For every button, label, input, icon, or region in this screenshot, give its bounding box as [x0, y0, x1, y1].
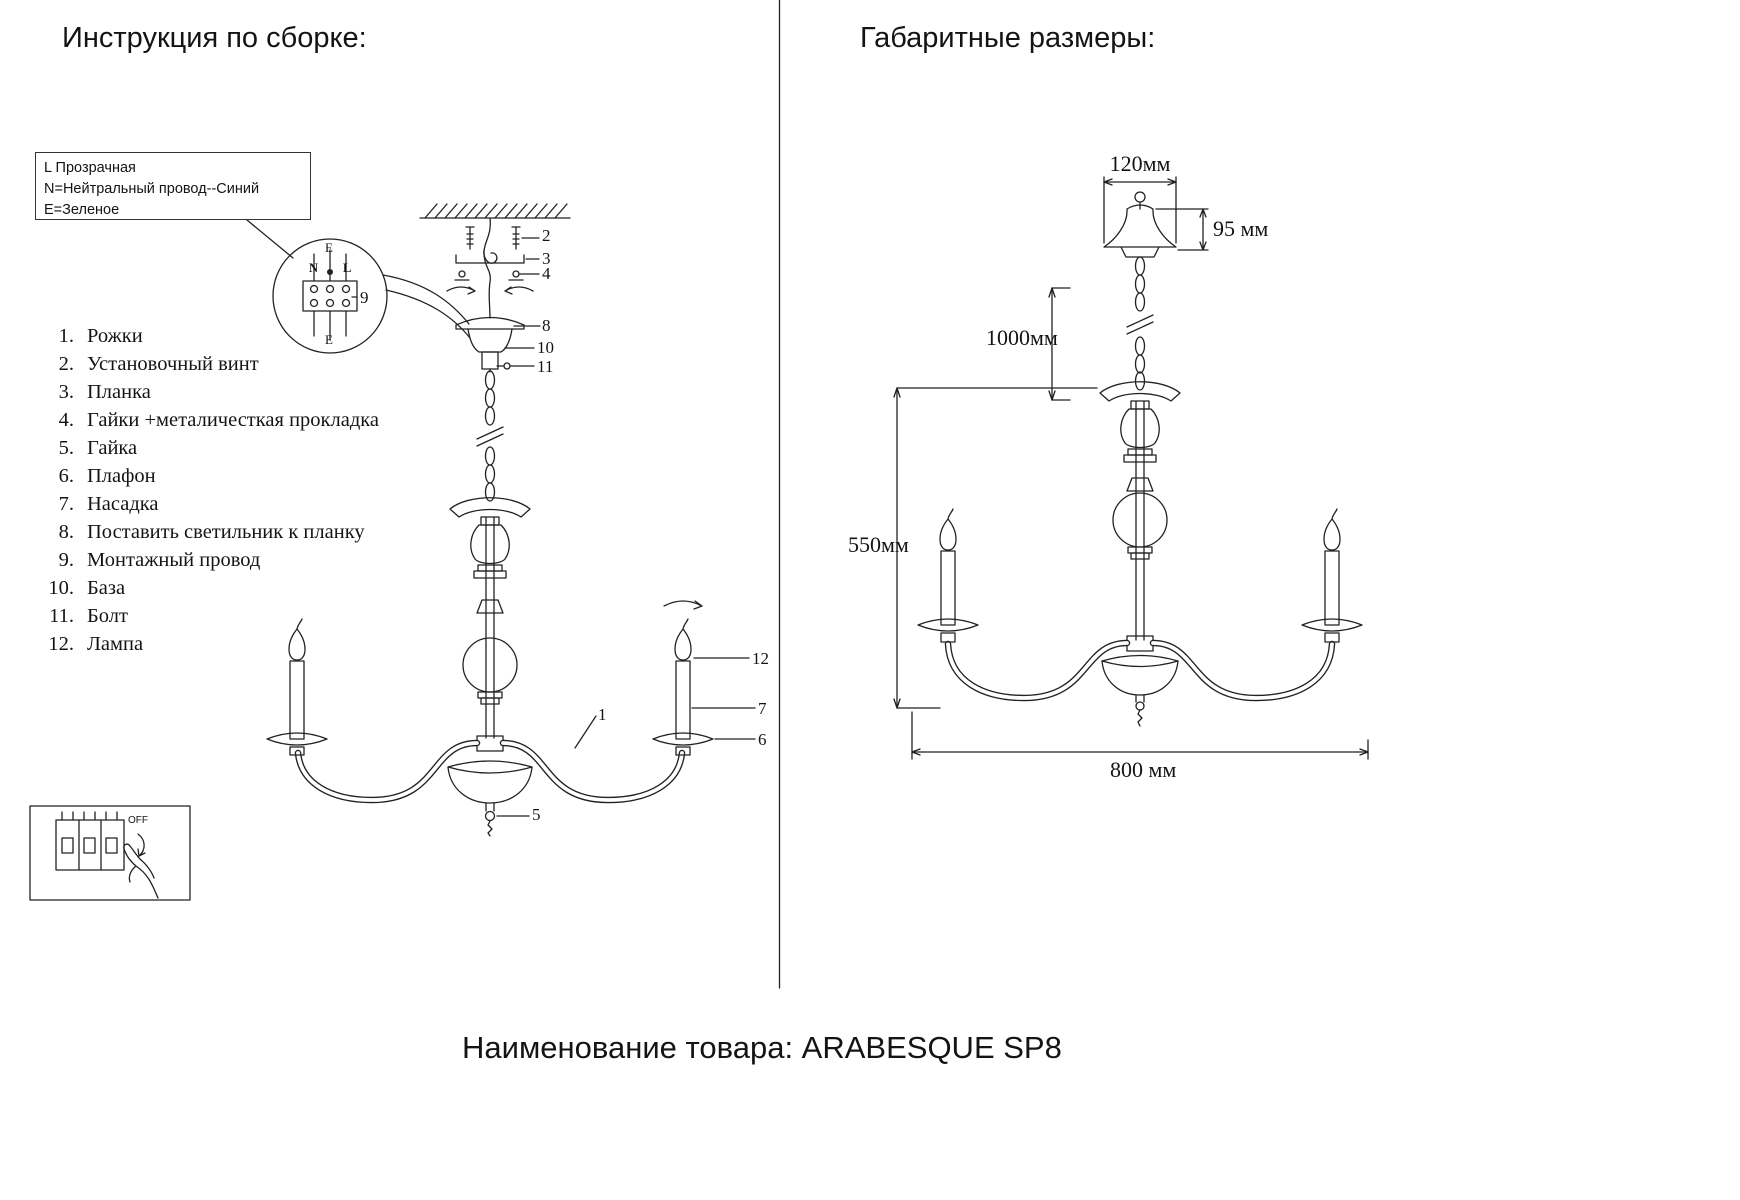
callout-9: 9	[360, 288, 369, 307]
breaker-off-label: OFF	[128, 815, 148, 826]
part-number: 11.	[49, 604, 74, 627]
dim-800-lines	[911, 711, 1369, 760]
wiring-detail-callout	[246, 219, 471, 354]
left-chandelier-drawing	[29, 203, 756, 901]
list-item: 10. База	[40, 574, 379, 602]
part-label: Установочный винт	[87, 352, 259, 375]
legend-line-n: N=Нейтральный провод--Синий	[44, 181, 260, 198]
part-label: Плафон	[87, 464, 156, 487]
candle-right	[652, 600, 714, 756]
part-number: 7.	[58, 492, 74, 515]
callout-1: 1	[598, 705, 607, 724]
list-item: 9. Монтажный провод	[40, 546, 379, 574]
callout-10: 10	[537, 338, 554, 357]
dim-chain-length: 1000мм	[986, 325, 1058, 350]
part-number: 6.	[58, 464, 74, 487]
center-column-dim	[1099, 381, 1181, 652]
callout-11: 11	[537, 357, 554, 376]
callout-6: 6	[758, 730, 767, 749]
mounting-screws	[465, 226, 521, 250]
terminal-label-e-top: E	[325, 240, 333, 255]
right-panel-title: Габаритные размеры:	[860, 22, 1156, 54]
list-item: 8. Поставить светильник к планку	[40, 518, 379, 546]
part-label: Болт	[87, 604, 128, 627]
dim-total-width: 800 мм	[1110, 757, 1177, 782]
part-label: Планка	[87, 380, 151, 403]
callout-8: 8	[542, 316, 551, 335]
bottom-bowl	[447, 760, 533, 837]
candle-left	[266, 618, 328, 756]
wire-color-legend: L Прозрачная N=Нейтральный провод--Синий…	[35, 152, 311, 220]
part-number: 12.	[48, 632, 74, 655]
part-number: 9.	[58, 548, 74, 571]
mounting-bracket	[455, 249, 525, 264]
right-chandelier-drawing	[893, 176, 1369, 760]
dim-body-height: 550мм	[848, 532, 909, 557]
terminal-label-n: N	[309, 261, 319, 275]
callout-4: 4	[542, 264, 551, 283]
chain	[476, 368, 504, 502]
chain-dim	[1126, 256, 1154, 391]
callout-2: 2	[542, 226, 551, 245]
hanging-cord	[483, 217, 491, 319]
part-label: Поставить светильник к планку	[87, 520, 365, 543]
part-label: Гайка	[87, 436, 138, 459]
nuts-washers	[446, 270, 534, 295]
legend-line-l: L Прозрачная	[44, 160, 136, 176]
earth-symbol-icon	[327, 269, 333, 275]
candle-right-dim	[1301, 508, 1363, 643]
candle-left-dim	[917, 508, 979, 643]
breaker-illustration	[29, 805, 191, 901]
list-item: 4. Гайки +металичесткая прокладка	[40, 406, 379, 434]
part-number: 2.	[58, 352, 74, 375]
parts-list: 1. Рожки 2. Установочный винт 3. Планка 4. Г…	[40, 322, 379, 658]
part-label: Рожки	[87, 324, 143, 347]
part-label: База	[87, 576, 126, 599]
arms	[294, 739, 686, 804]
callout-3: 3	[542, 249, 551, 268]
canopy	[455, 316, 525, 370]
legend-line-e: Е=Зеленое	[44, 202, 120, 219]
dim-550-lines	[893, 387, 1098, 709]
callout-12: 12	[752, 649, 769, 668]
terminal-label-l: L	[343, 261, 352, 275]
part-number: 5.	[58, 436, 74, 459]
part-label: Монтажный провод	[87, 548, 261, 571]
part-number: 1.	[58, 324, 74, 347]
callout-5: 5	[532, 805, 541, 824]
list-item: 2. Установочный винт	[40, 350, 379, 378]
left-panel-title: Инструкция по сборке:	[62, 22, 367, 54]
leader-lines	[496, 237, 756, 817]
part-label: Лампа	[87, 632, 144, 655]
list-item: 11. Болт	[40, 602, 379, 630]
part-label: Гайки +металичесткая прокладка	[87, 408, 380, 431]
part-number: 4.	[58, 408, 74, 431]
hand-icon	[123, 843, 159, 899]
list-item: 7. Насадка	[40, 490, 379, 518]
ceiling-hatch	[419, 203, 571, 219]
canopy-dim	[1103, 191, 1177, 258]
part-number: 3.	[58, 380, 74, 403]
list-item: 6. Плафон	[40, 462, 379, 490]
terminal-label-e-bottom: E	[325, 332, 333, 347]
list-item: 5. Гайка	[40, 434, 379, 462]
part-number: 8.	[58, 520, 74, 543]
part-number: 10.	[48, 576, 74, 599]
center-column	[449, 497, 531, 752]
list-item: 12. Лампа	[40, 630, 379, 658]
list-item: 3. Планка	[40, 378, 379, 406]
dim-120-lines	[1103, 176, 1177, 244]
list-item: 1. Рожки	[40, 322, 379, 350]
arms-dim	[944, 639, 1336, 702]
press-arrow-icon	[137, 833, 146, 857]
dim-canopy-height: 95 мм	[1213, 216, 1269, 241]
callout-7: 7	[758, 699, 767, 718]
dim-canopy-width: 120мм	[1109, 151, 1171, 176]
bottom-bowl-dim	[1101, 654, 1179, 727]
product-name: Наименование товара: ARABESQUE SP8	[462, 1030, 1062, 1065]
dim-95-lines	[1155, 208, 1209, 251]
part-label: Насадка	[87, 492, 159, 515]
dim-1000-lines	[1048, 287, 1071, 401]
